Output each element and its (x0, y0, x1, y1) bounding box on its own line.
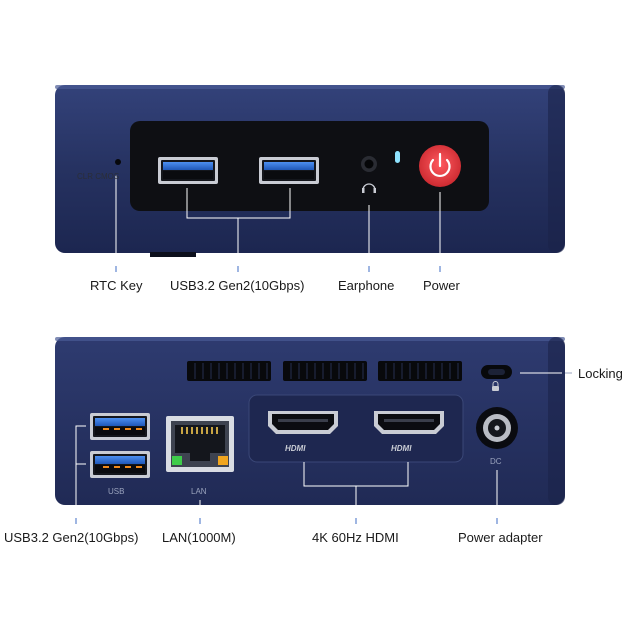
clr-cmos-hole[interactable] (115, 159, 121, 165)
hdmi-logo-1: HDMI (285, 444, 306, 453)
ethernet-port-icon[interactable] (166, 416, 234, 472)
power-callout: Power (423, 278, 460, 293)
rear-view (55, 337, 572, 518)
front-usb-port-2[interactable] (259, 157, 319, 184)
rtc-key-callout: RTC Key (90, 278, 143, 293)
front-callout-lines (115, 175, 441, 266)
hdmi-port-2[interactable] (374, 411, 444, 434)
locking-callout: Locking (578, 366, 623, 381)
dc-jack-icon[interactable] (476, 407, 518, 449)
lan-callout: LAN(1000M) (162, 530, 236, 545)
rear-usb-port-label: USB (108, 487, 125, 496)
dc-port-label: DC (490, 457, 502, 466)
status-led (395, 151, 400, 163)
power-button-icon[interactable] (419, 145, 461, 187)
hdmi-port-1[interactable] (268, 411, 338, 434)
label-ticks (75, 266, 498, 524)
front-view (55, 85, 565, 266)
front-usb-callout: USB3.2 Gen2(10Gbps) (170, 278, 305, 293)
power-adapter-callout: Power adapter (458, 530, 543, 545)
rear-usb-port-2[interactable] (90, 451, 150, 478)
lan-port-label: LAN (191, 487, 207, 496)
earphone-callout: Earphone (338, 278, 395, 293)
rear-usb-callout: USB3.2 Gen2(10Gbps) (4, 530, 139, 545)
rear-usb-port-1[interactable] (90, 413, 150, 440)
clr-cmos-label: CLR CMOS (77, 172, 120, 181)
audio-jack-icon[interactable] (361, 156, 377, 172)
lock-icon[interactable] (481, 365, 512, 391)
vent-icon (187, 361, 462, 381)
front-usb-port-1[interactable] (158, 157, 218, 184)
hdmi-logo-2: HDMI (391, 444, 412, 453)
hdmi-callout: 4K 60Hz HDMI (312, 530, 399, 545)
rear-callout-lines (75, 425, 498, 518)
